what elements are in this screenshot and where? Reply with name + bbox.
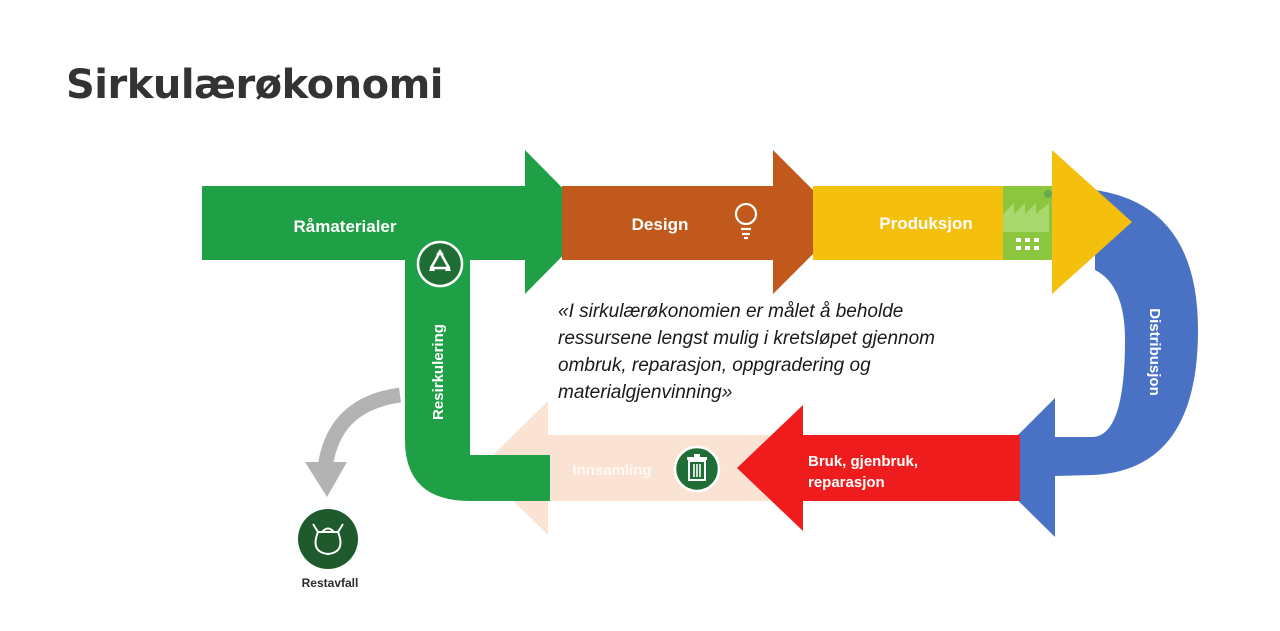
quote-line-4: materialgjenvinning» — [558, 382, 732, 403]
ramaterialer-arrow — [202, 150, 596, 294]
recycle-icon — [416, 240, 464, 288]
quote-line-3: ombruk, reparasjon, oppgradering og — [558, 355, 871, 376]
innsamling-label: Innsamling — [572, 462, 651, 479]
innsamling-arrow — [480, 401, 815, 535]
factory-icon — [1003, 186, 1055, 260]
resirkulering-label: Resirkulering — [430, 324, 447, 420]
ramaterialer-label: Råmaterialer — [293, 217, 396, 236]
quote-line-2: ressursene lengst mulig i kretsløpet gje… — [558, 328, 935, 349]
lightbulb-icon — [734, 202, 758, 240]
restavfall-arrow — [305, 387, 402, 497]
waste-bag-icon — [298, 509, 358, 569]
produksjon-label: Produksjon — [879, 214, 973, 233]
quote-line-1: «I sirkulærøkonomien er målet å beholde — [558, 301, 903, 322]
bruk-label-line1: Bruk, gjenbruk, — [808, 453, 918, 470]
resirkulering-arrow — [405, 220, 550, 501]
page-title: Sirkulærøkonomi — [66, 62, 444, 108]
bruk-arrow — [737, 405, 1020, 531]
design-arrow — [562, 150, 845, 294]
distribusjon-label: Distribusjon — [1146, 308, 1163, 396]
trash-bin-icon — [673, 445, 721, 493]
restavfall-label: Restavfall — [301, 576, 359, 590]
produksjon-arrow-body — [813, 186, 1003, 260]
bruk-label-line2: reparasjon — [808, 474, 885, 491]
distribusjon-arrow — [1055, 190, 1198, 476]
produksjon-arrow-head — [1052, 150, 1132, 294]
design-label: Design — [632, 215, 689, 234]
